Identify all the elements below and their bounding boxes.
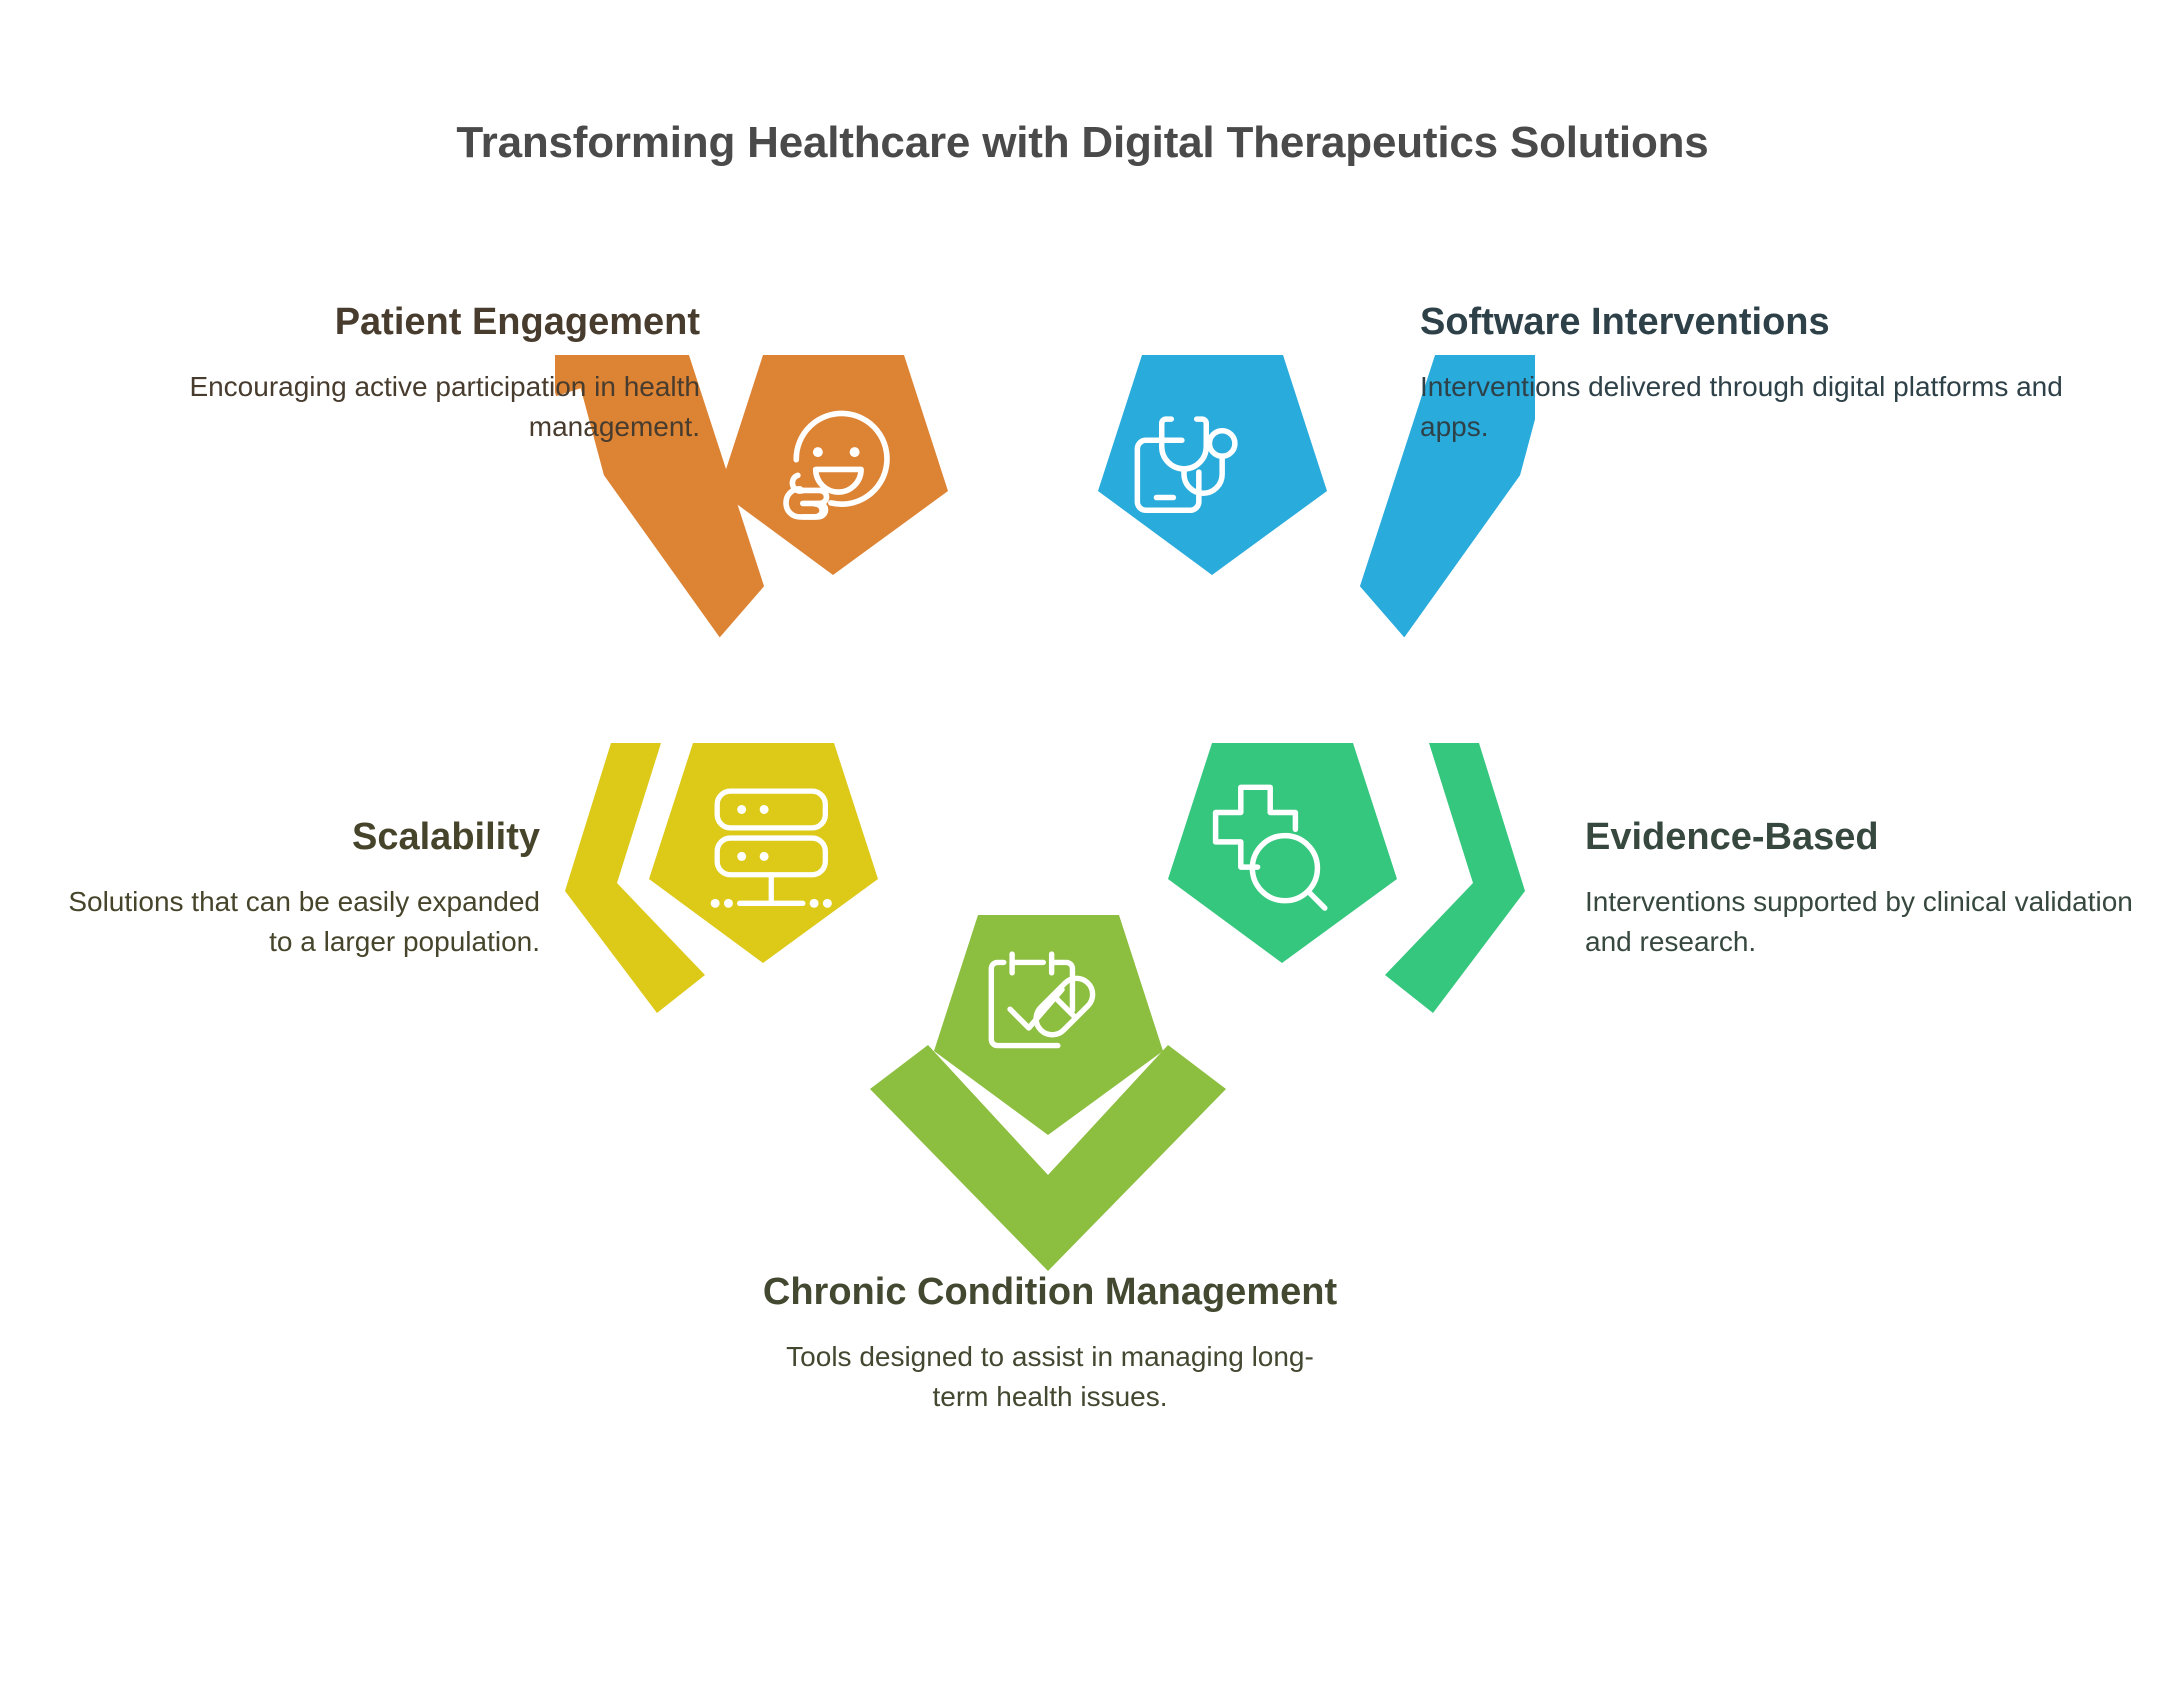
node-chronic-condition-management[interactable] <box>870 915 1226 1271</box>
medical-cross-magnifier-icon <box>1212 784 1328 911</box>
server-network-icon <box>710 788 832 908</box>
pentagon-patient-engagement <box>719 355 948 575</box>
node-heading-patient-engagement: Patient Engagement <box>334 301 700 343</box>
clipboard-check-pill-icon <box>988 951 1096 1049</box>
node-body-evidence-based: Interventions supported by clinical vali… <box>1585 885 2133 957</box>
node-patient-engagement[interactable] <box>555 355 948 656</box>
node-text-evidence-based: Evidence-Based Interventions supported b… <box>1585 815 2145 961</box>
smartphone-stethoscope-icon <box>1134 416 1238 513</box>
node-body-patient-engagement: Encouraging active participation in heal… <box>189 370 700 442</box>
accent-band-chronic-condition <box>870 1045 1226 1271</box>
node-heading-scalability: Scalability <box>352 816 540 858</box>
accent-band-patient-engagement <box>569 355 765 638</box>
node-text-patient-engagement: Patient Engagement Encouraging active pa… <box>60 300 700 446</box>
node-software-interventions[interactable] <box>1098 355 1535 656</box>
node-body-scalability: Solutions that can be easily expanded to… <box>68 885 540 957</box>
node-heading-chronic-condition-management: Chronic Condition Management <box>762 1271 1338 1313</box>
accent-band-evidence-based <box>1385 743 1525 1013</box>
node-heading-evidence-based: Evidence-Based <box>1585 816 1879 858</box>
node-text-software-interventions: Software Interventions Interventions del… <box>1420 300 2070 446</box>
node-body-software-interventions: Interventions delivered through digital … <box>1420 370 2063 442</box>
pentagon-cluster-diagram <box>555 355 1535 1275</box>
accent-band-software-interventions <box>1359 355 1535 638</box>
pentagon-software-interventions <box>1098 355 1327 575</box>
node-text-scalability: Scalability Solutions that can be easily… <box>40 815 540 961</box>
node-body-chronic-condition-management: Tools designed to assist in managing lon… <box>786 1340 1314 1412</box>
page-title: Transforming Healthcare with Digital The… <box>456 118 1709 167</box>
thumbs-up-smiley-icon <box>783 410 890 520</box>
node-scalability[interactable] <box>565 743 878 1013</box>
node-heading-software-interventions: Software Interventions <box>1420 301 1830 343</box>
node-text-chronic-condition-management: Chronic Condition Management Tools desig… <box>760 1270 1340 1416</box>
accent-band-patient-engagement-2 <box>555 355 689 397</box>
accent-band-scalability <box>565 743 705 1013</box>
node-evidence-based[interactable] <box>1168 743 1525 1013</box>
pentagon-evidence-based <box>1168 743 1397 963</box>
